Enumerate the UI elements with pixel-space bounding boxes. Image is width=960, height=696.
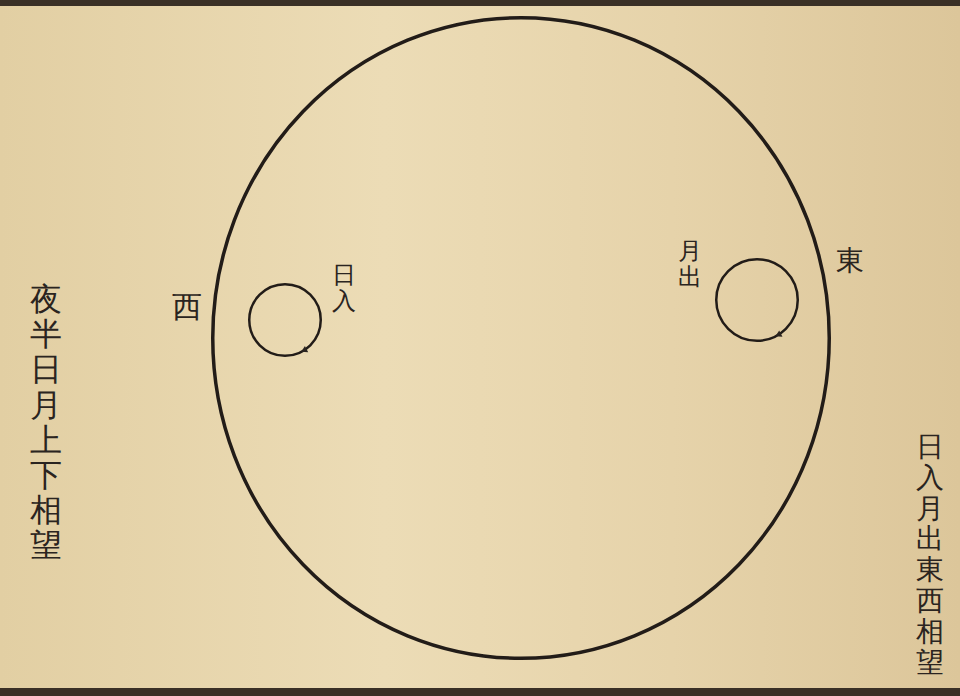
bottom-edge: [0, 688, 960, 696]
motion-arrow: [775, 330, 782, 336]
circle-line: [716, 259, 798, 341]
direction-label: 西: [172, 290, 202, 323]
direction-label: 東: [836, 246, 864, 277]
circle-outline: [715, 258, 799, 342]
side-caption: 日入月出東西相望: [916, 432, 944, 678]
sun-circle: 日入: [248, 283, 322, 357]
direction-label: 月出: [678, 238, 702, 291]
circle-outline: [211, 16, 831, 660]
motion-arrow: [301, 346, 308, 352]
top-edge: [0, 0, 960, 6]
direction-label: 日入: [332, 262, 356, 315]
circle-line: [213, 18, 830, 659]
circle-outline: [248, 283, 322, 357]
circle-line: [249, 284, 321, 356]
moon-circle: 月出: [715, 258, 799, 342]
heaven-circle: 西東日入月出: [211, 16, 831, 660]
side-caption: 夜半日月上下相望: [30, 282, 62, 564]
